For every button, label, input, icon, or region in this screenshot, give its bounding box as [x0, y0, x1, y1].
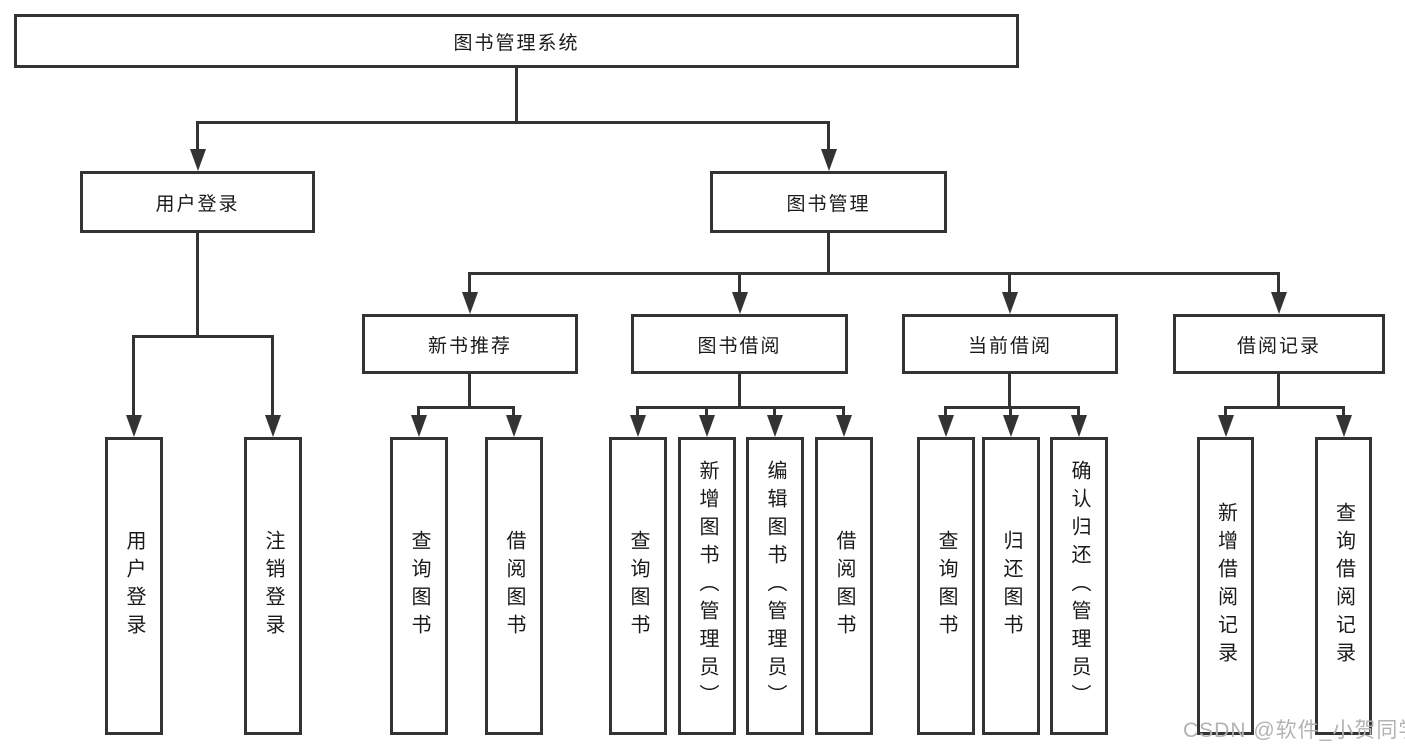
arrow-down-icon: [1003, 415, 1019, 437]
connector-current-drop-1: [944, 406, 947, 418]
node-book-borrowing: 图书借阅: [631, 314, 848, 374]
leaf-borrowing-add-books-label: 新增图书（管理员）: [696, 460, 718, 712]
arrow-down-icon: [938, 415, 954, 437]
arrow-down-icon: [836, 415, 852, 437]
connector-root-drop-right: [827, 121, 830, 151]
arrow-down-icon: [190, 149, 206, 171]
leaf-current-query-books: 查询图书: [917, 437, 975, 735]
node-new-book-recommend-label: 新书推荐: [427, 335, 512, 357]
leaf-records-query-record: 查询借阅记录: [1315, 437, 1372, 735]
leaf-records-add-record: 新增借阅记录: [1197, 437, 1254, 735]
connector-book-mgmt-bar: [468, 272, 1280, 275]
connector-root-stem: [515, 68, 518, 121]
connector-records-stem: [1277, 374, 1280, 408]
leaf-borrowing-add-books: 新增图书（管理员）: [678, 437, 736, 735]
connector-records-drop-2: [1342, 406, 1345, 418]
leaf-logout-label: 注销登录: [262, 530, 284, 642]
connector-user-login-drop-2: [271, 335, 274, 417]
arrow-down-icon: [767, 415, 783, 437]
connector-current-drop-3: [1077, 406, 1080, 418]
arrow-down-icon: [732, 292, 748, 314]
arrow-down-icon: [265, 415, 281, 437]
leaf-current-query-books-label: 查询图书: [935, 530, 957, 642]
connector-recommend-drop-1: [417, 406, 420, 418]
leaf-borrowing-borrow-books: 借阅图书: [815, 437, 873, 735]
leaf-current-return-books-label: 归还图书: [1000, 530, 1022, 642]
connector-borrowing-drop-4: [842, 406, 845, 418]
connector-borrowing-drop-3: [773, 406, 776, 418]
arrow-down-icon: [1002, 292, 1018, 314]
connector-book-mgmt-drop-4: [1277, 272, 1280, 296]
node-new-book-recommend: 新书推荐: [362, 314, 578, 374]
node-current-borrowing-label: 当前借阅: [967, 335, 1052, 357]
connector-current-drop-2: [1009, 406, 1012, 418]
node-book-management: 图书管理: [710, 171, 947, 233]
leaf-current-confirm-return-label: 确认归还（管理员）: [1068, 460, 1090, 712]
leaf-recommend-query-books-label: 查询图书: [408, 530, 430, 642]
connector-records-drop-1: [1224, 406, 1227, 418]
connector-book-mgmt-drop-2: [738, 272, 741, 296]
arrow-down-icon: [462, 292, 478, 314]
connector-borrowing-bar: [636, 406, 845, 409]
connector-records-bar: [1224, 406, 1344, 409]
leaf-borrowing-borrow-books-label: 借阅图书: [833, 530, 855, 642]
arrow-down-icon: [126, 415, 142, 437]
leaf-recommend-borrow-books: 借阅图书: [485, 437, 543, 735]
arrow-down-icon: [1271, 292, 1287, 314]
leaf-user-login-label: 用户登录: [123, 530, 145, 642]
leaf-borrowing-query-books-label: 查询图书: [627, 530, 649, 642]
arrow-down-icon: [411, 415, 427, 437]
leaf-borrowing-edit-books: 编辑图书（管理员）: [746, 437, 804, 735]
arrow-down-icon: [506, 415, 522, 437]
connector-current-stem: [1008, 374, 1011, 408]
leaf-user-login: 用户登录: [105, 437, 163, 735]
leaf-records-query-record-label: 查询借阅记录: [1332, 502, 1355, 670]
connector-book-mgmt-drop-1: [468, 272, 471, 296]
node-borrowing-records: 借阅记录: [1173, 314, 1385, 374]
leaf-borrowing-edit-books-label: 编辑图书（管理员）: [764, 460, 786, 712]
arrow-down-icon: [1071, 415, 1087, 437]
node-root: 图书管理系统: [14, 14, 1019, 68]
node-user-login: 用户登录: [80, 171, 315, 233]
csdn-watermark: CSDN @软件_小贺同学: [1183, 719, 1405, 742]
leaf-recommend-borrow-books-label: 借阅图书: [503, 530, 525, 642]
node-user-login-label: 用户登录: [155, 193, 240, 215]
connector-user-login-stem: [196, 233, 199, 337]
connector-borrowing-stem: [738, 374, 741, 408]
connector-borrowing-drop-1: [636, 406, 639, 418]
arrow-down-icon: [699, 415, 715, 437]
connector-recommend-stem: [468, 374, 471, 408]
leaf-borrowing-query-books: 查询图书: [609, 437, 667, 735]
node-book-management-label: 图书管理: [786, 193, 871, 215]
leaf-logout: 注销登录: [244, 437, 302, 735]
node-current-borrowing: 当前借阅: [902, 314, 1118, 374]
connector-recommend-drop-2: [512, 406, 515, 418]
connector-book-mgmt-stem: [827, 233, 830, 274]
arrow-down-icon: [1336, 415, 1352, 437]
arrow-down-icon: [1218, 415, 1234, 437]
arrow-down-icon: [821, 149, 837, 171]
connector-root-drop-left: [196, 121, 199, 151]
connector-root-bar: [196, 121, 830, 124]
connector-user-login-bar: [132, 335, 274, 338]
connector-recommend-bar: [417, 406, 515, 409]
node-borrowing-records-label: 借阅记录: [1236, 335, 1321, 357]
leaf-current-confirm-return: 确认归还（管理员）: [1050, 437, 1108, 735]
connector-current-bar: [944, 406, 1080, 409]
leaf-current-return-books: 归还图书: [982, 437, 1040, 735]
leaf-records-add-record-label: 新增借阅记录: [1214, 502, 1237, 670]
connector-borrowing-drop-2: [705, 406, 708, 418]
node-book-borrowing-label: 图书借阅: [697, 335, 782, 357]
leaf-recommend-query-books: 查询图书: [390, 437, 448, 735]
connector-user-login-drop-1: [132, 335, 135, 417]
node-root-label: 图书管理系统: [453, 32, 580, 54]
arrow-down-icon: [630, 415, 646, 437]
connector-book-mgmt-drop-3: [1008, 272, 1011, 296]
